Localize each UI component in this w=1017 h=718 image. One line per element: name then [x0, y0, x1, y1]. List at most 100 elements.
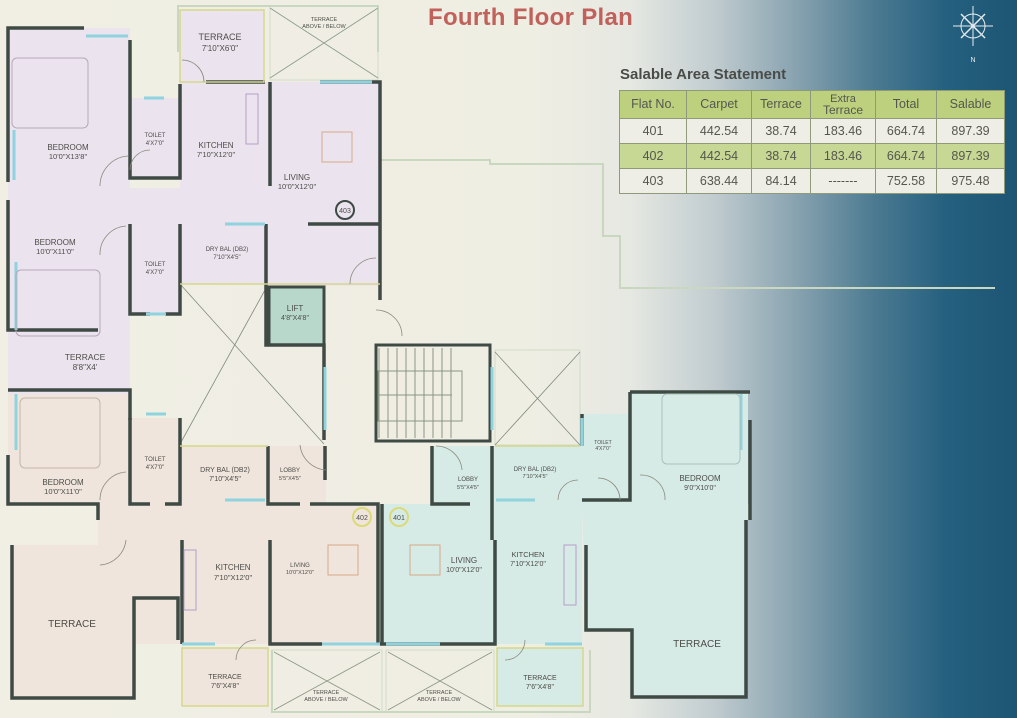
cell-salable: 897.39: [936, 143, 1005, 169]
cell-salable: 897.39: [936, 118, 1005, 144]
svg-text:TERRACE: TERRACE: [311, 17, 338, 23]
staircase: [374, 343, 492, 443]
svg-text:LOBBY: LOBBY: [280, 468, 300, 474]
cell-salable: 975.48: [936, 168, 1005, 194]
terrace-above-below-bottom: [271, 649, 495, 713]
svg-text:9'0"X10'0": 9'0"X10'0": [684, 485, 716, 492]
table-row: 401 442.54 38.74 183.46 664.74 897.39: [619, 118, 1005, 144]
svg-text:403: 403: [339, 208, 351, 215]
svg-text:4'X7'0": 4'X7'0": [146, 465, 164, 471]
cell-total: 664.74: [875, 143, 937, 169]
svg-text:4'X7'0": 4'X7'0": [595, 446, 611, 452]
svg-text:7'10"X4'5": 7'10"X4'5": [209, 476, 241, 483]
svg-text:BEDROOM: BEDROOM: [47, 143, 89, 152]
svg-text:8'8"X4': 8'8"X4': [73, 363, 98, 372]
svg-text:KITCHEN: KITCHEN: [198, 141, 233, 150]
compass-north-label: N: [970, 57, 975, 64]
svg-text:ABOVE / BELOW: ABOVE / BELOW: [304, 697, 348, 703]
col-terrace: Terrace: [751, 90, 811, 119]
furniture: [11, 57, 741, 611]
svg-text:7'6"X4'8": 7'6"X4'8": [526, 684, 554, 691]
cell-total: 752.58: [875, 168, 937, 194]
flat-401: [382, 392, 750, 706]
svg-text:7'6"X4'8": 7'6"X4'8": [211, 683, 239, 690]
cell-extra-terrace: 183.46: [810, 118, 876, 144]
cell-extra-terrace: -------: [810, 168, 876, 194]
svg-text:7'10"X4'5": 7'10"X4'5": [213, 255, 240, 261]
col-flat-no: Flat No.: [619, 90, 687, 119]
cell-terrace: 38.74: [751, 143, 811, 169]
svg-text:5'5"X4'5": 5'5"X4'5": [457, 485, 479, 491]
col-total: Total: [875, 90, 937, 119]
doors: [99, 59, 666, 661]
svg-text:BEDROOM: BEDROOM: [34, 238, 76, 247]
lift-shaft: [267, 285, 326, 347]
cell-carpet: 442.54: [686, 143, 752, 169]
svg-text:LIFT: LIFT: [287, 304, 304, 313]
svg-text:TERRACE: TERRACE: [313, 690, 340, 696]
page-title: Fourth Floor Plan: [428, 4, 634, 31]
flat-402: [8, 394, 378, 706]
col-carpet: Carpet: [686, 90, 752, 119]
svg-text:10'0"X12'0": 10'0"X12'0": [278, 182, 317, 191]
terrace-above-below-top: [269, 5, 379, 81]
svg-text:10'0"X13'8": 10'0"X13'8": [49, 152, 88, 161]
svg-text:TOILET: TOILET: [145, 133, 166, 139]
svg-text:TERRACE: TERRACE: [65, 352, 106, 362]
svg-text:DRY BAL (DB2): DRY BAL (DB2): [206, 247, 249, 253]
svg-text:TOILET: TOILET: [145, 262, 166, 268]
cell-flat: 402: [619, 143, 687, 169]
svg-text:ABOVE / BELOW: ABOVE / BELOW: [302, 24, 346, 30]
svg-text:7'10"X12'0": 7'10"X12'0": [197, 150, 236, 159]
windows: [12, 34, 743, 646]
svg-text:TERRACE: TERRACE: [673, 639, 721, 650]
terrace-outlines: [179, 9, 584, 707]
cell-flat: 401: [619, 118, 687, 144]
svg-text:TERRACE: TERRACE: [523, 675, 557, 682]
svg-text:TERRACE: TERRACE: [198, 32, 241, 42]
svg-text:TOILET: TOILET: [145, 457, 166, 463]
col-extra-line1: Extra: [830, 92, 856, 105]
svg-text:LOBBY: LOBBY: [458, 477, 478, 483]
svg-text:401: 401: [393, 515, 405, 522]
svg-text:BEDROOM: BEDROOM: [679, 474, 721, 483]
svg-text:5'5"X4'5": 5'5"X4'5": [279, 476, 301, 482]
svg-text:402: 402: [356, 515, 368, 522]
svg-text:4'X7'0": 4'X7'0": [146, 141, 164, 147]
cell-terrace: 38.74: [751, 118, 811, 144]
north-compass-icon: N: [951, 4, 995, 71]
cell-carpet: 442.54: [686, 118, 752, 144]
svg-text:10'0"X12'0": 10'0"X12'0": [446, 567, 482, 574]
svg-text:4'X7'0": 4'X7'0": [146, 270, 164, 276]
svg-text:10'0"X11'0": 10'0"X11'0": [44, 487, 82, 496]
svg-text:TERRACE: TERRACE: [208, 674, 242, 681]
void-right-stairs: [494, 349, 581, 446]
svg-text:KITCHEN: KITCHEN: [215, 563, 250, 572]
svg-text:7'10"X12'0": 7'10"X12'0": [510, 561, 546, 568]
cell-total: 664.74: [875, 118, 937, 144]
svg-text:DRY BAL (DB2): DRY BAL (DB2): [200, 467, 250, 474]
svg-text:LIVING: LIVING: [284, 173, 310, 182]
svg-text:ABOVE / BELOW: ABOVE / BELOW: [417, 697, 461, 703]
col-salable: Salable: [936, 90, 1005, 119]
cell-flat: 403: [619, 168, 687, 194]
cell-terrace: 84.14: [751, 168, 811, 194]
svg-text:TOILET: TOILET: [594, 440, 611, 446]
salable-area-title: Salable Area Statement: [620, 66, 787, 83]
room-labels: 403 402 401 TERRACE 7'10"X6'0" TERRACE A…: [34, 17, 721, 703]
flat-403: [8, 10, 380, 394]
cell-extra-terrace: 183.46: [810, 143, 876, 169]
svg-text:LIVING: LIVING: [451, 556, 477, 565]
svg-text:4'8"X4'8": 4'8"X4'8": [281, 315, 309, 322]
svg-text:TERRACE: TERRACE: [426, 690, 453, 696]
unit-badges: [335, 200, 409, 527]
svg-text:KITCHEN: KITCHEN: [512, 550, 545, 559]
svg-text:TERRACE: TERRACE: [48, 619, 96, 630]
col-extra-line2: Terrace: [822, 102, 863, 117]
svg-text:10'0"X12'0": 10'0"X12'0": [286, 570, 314, 576]
svg-text:7'10"X4'5": 7'10"X4'5": [523, 474, 548, 480]
